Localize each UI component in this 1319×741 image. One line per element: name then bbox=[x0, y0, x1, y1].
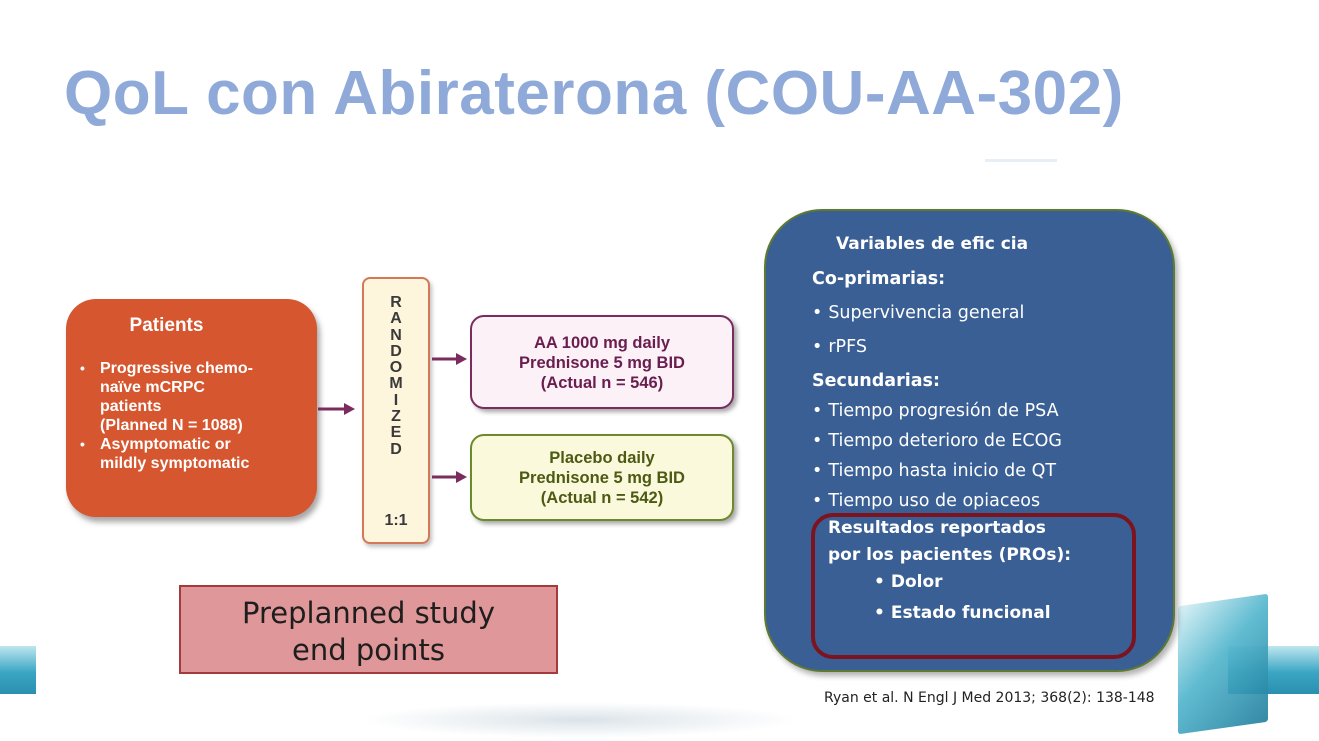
coprimary-item: •Supervivencia general bbox=[812, 303, 1024, 323]
randomized-letter: E bbox=[390, 424, 402, 442]
bullet-icon: • bbox=[812, 491, 823, 511]
secondary-item: •Tiempo deterioro de ECOG bbox=[812, 431, 1062, 451]
coprimary-item: •rPFS bbox=[812, 337, 867, 357]
pro-highlight-box bbox=[811, 513, 1136, 659]
randomized-letter: M bbox=[389, 375, 403, 393]
secondary-item-text: Tiempo uso de opiaceos bbox=[828, 491, 1041, 511]
randomization-ratio: 1:1 bbox=[384, 512, 408, 529]
arm-line: Prednisone 5 mg BID bbox=[519, 469, 685, 487]
efficacy-variables-panel: Variables de efic cia Co-primarias: •Sup… bbox=[764, 209, 1175, 672]
efficacy-title: Variables de efic cia bbox=[836, 234, 1029, 254]
arm-line: AA 1000 mg daily bbox=[533, 334, 671, 352]
background-swirl bbox=[360, 702, 800, 738]
randomized-letter: R bbox=[390, 294, 402, 311]
arm-line: (Actual n = 546) bbox=[540, 374, 664, 392]
secondary-item: •Tiempo progresión de PSA bbox=[812, 401, 1059, 421]
pro-item-text: Estado funcional bbox=[890, 603, 1051, 623]
secondary-item: •Tiempo uso de opiaceos bbox=[812, 491, 1040, 511]
secondary-header: Secundarias: bbox=[812, 371, 940, 391]
patients-bullet-1: • Progressive chemo- naïve mCRPC patient… bbox=[80, 359, 303, 435]
arm-line: Placebo daily bbox=[549, 449, 655, 467]
patients-bullet-text: Progressive chemo- naïve mCRPC patients … bbox=[100, 360, 253, 434]
preplanned-endpoints-box: Preplanned study end points bbox=[179, 585, 558, 674]
pro-item-text: Dolor bbox=[890, 572, 943, 592]
randomized-letter: N bbox=[390, 326, 402, 344]
randomized-box: R A N D O M I Z E D 1:1 bbox=[362, 277, 430, 544]
arrow-right-icon bbox=[432, 353, 467, 365]
bullet-icon: • bbox=[874, 603, 885, 623]
pro-header: Resultados reportados por los pacientes … bbox=[828, 518, 1072, 565]
bullet-icon: • bbox=[812, 337, 823, 357]
bullet-icon: • bbox=[812, 431, 823, 451]
coprimary-item-text: Supervivencia general bbox=[828, 303, 1025, 323]
background-band-left bbox=[0, 646, 36, 694]
arrow-right-icon bbox=[432, 471, 467, 483]
pro-item: •Estado funcional bbox=[874, 603, 1051, 623]
slide-title: QoL con Abiraterona (COU-AA-302) bbox=[64, 59, 1124, 128]
bullet-icon: • bbox=[874, 572, 885, 592]
pro-item: •Dolor bbox=[874, 572, 943, 592]
patients-bullet-2: • Asymptomatic or mildly symptomatic bbox=[80, 435, 303, 473]
randomized-letter: Z bbox=[391, 408, 401, 426]
randomized-letter: I bbox=[393, 391, 399, 409]
bullet-icon: • bbox=[80, 436, 85, 452]
arm-line: Prednisone 5 mg BID bbox=[519, 354, 685, 372]
secondary-item-text: Tiempo hasta inicio de QT bbox=[828, 461, 1057, 481]
coprimary-header: Co-primarias: bbox=[812, 269, 946, 289]
citation: Ryan et al. N Engl J Med 2013; 368(2): 1… bbox=[824, 690, 1155, 706]
randomized-letter: D bbox=[390, 342, 402, 360]
randomized-letter: O bbox=[389, 359, 403, 377]
background-line bbox=[985, 159, 1057, 162]
patients-heading: Patients bbox=[129, 315, 204, 336]
secondary-item: •Tiempo hasta inicio de QT bbox=[812, 461, 1056, 481]
patients-box: Patients • Progressive chemo- naïve mCRP… bbox=[66, 299, 317, 517]
arm-abiraterone: AA 1000 mg daily Prednisone 5 mg BID (Ac… bbox=[470, 315, 734, 409]
bullet-icon: • bbox=[812, 461, 823, 481]
randomized-letter: D bbox=[390, 440, 402, 458]
bullet-icon: • bbox=[80, 360, 85, 376]
randomized-label: R A N D O M I Z E D bbox=[364, 294, 428, 458]
patients-bullet-text: Asymptomatic or mildly symptomatic bbox=[100, 436, 250, 472]
coprimary-item-text: rPFS bbox=[828, 337, 867, 357]
arm-placebo: Placebo daily Prednisone 5 mg BID (Actua… bbox=[470, 434, 734, 521]
patients-list: • Progressive chemo- naïve mCRPC patient… bbox=[80, 359, 303, 473]
arm-line: (Actual n = 542) bbox=[540, 489, 664, 507]
secondary-item-text: Tiempo deterioro de ECOG bbox=[828, 431, 1062, 451]
randomized-letter: A bbox=[390, 310, 402, 328]
preplanned-line: Preplanned study bbox=[242, 596, 495, 630]
bullet-icon: • bbox=[812, 303, 823, 323]
secondary-item-text: Tiempo progresión de PSA bbox=[828, 401, 1059, 421]
preplanned-line: end points bbox=[292, 633, 445, 667]
bullet-icon: • bbox=[812, 401, 823, 421]
arrow-right-icon bbox=[318, 403, 355, 415]
